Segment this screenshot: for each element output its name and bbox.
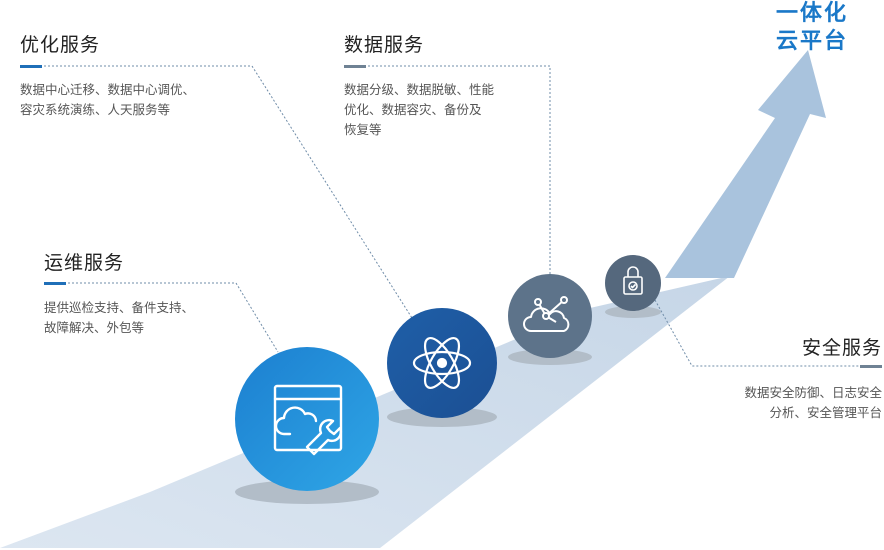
atom-icon bbox=[412, 337, 472, 389]
data-service-title: 数据服务 bbox=[344, 34, 425, 56]
optimize-desc-line: 数据中心迁移、数据中心调优、 bbox=[20, 82, 196, 97]
shadow-operations bbox=[235, 480, 379, 504]
operations-desc-line: 提供巡检支持、备件支持、 bbox=[44, 300, 195, 315]
operations-desc-line: 故障解决、外包等 bbox=[44, 320, 145, 335]
heading-line1: 一体化 bbox=[776, 1, 849, 26]
shadow-security bbox=[605, 306, 661, 318]
cloud-network-icon bbox=[523, 296, 570, 332]
operations-accent-bar bbox=[44, 282, 66, 285]
heading-line2: 云平台 bbox=[776, 29, 849, 54]
operations-service-title: 运维服务 bbox=[44, 252, 125, 274]
optimize-service-title: 优化服务 bbox=[20, 34, 101, 56]
platform-heading: 一体化 云平台 bbox=[776, 0, 848, 56]
shield-lock-icon bbox=[623, 266, 643, 295]
leader-operations bbox=[44, 282, 279, 353]
security-desc-line: 数据安全防御、日志安全 bbox=[744, 385, 882, 400]
leader-security bbox=[654, 299, 860, 367]
security-service-desc: 数据安全防御、日志安全 分析、安全管理平台 bbox=[744, 383, 882, 423]
optimize-desc-line: 容灾系统演练、人天服务等 bbox=[20, 102, 171, 117]
cloud-wrench-icon bbox=[273, 384, 343, 456]
data-accent-bar bbox=[344, 65, 366, 68]
data-desc-line: 数据分级、数据脱敏、性能 bbox=[344, 82, 495, 97]
optimize-service-desc: 数据中心迁移、数据中心调优、 容灾系统演练、人天服务等 bbox=[20, 80, 195, 120]
data-service-desc: 数据分级、数据脱敏、性能 优化、数据容灾、备份及 恢复等 bbox=[344, 80, 494, 140]
security-service-title: 安全服务 bbox=[801, 337, 882, 359]
data-desc-line: 优化、数据容灾、备份及 bbox=[344, 102, 482, 117]
circle-security bbox=[605, 255, 661, 311]
circle-operations bbox=[235, 347, 379, 491]
rising-arrow bbox=[665, 50, 826, 278]
leader-data bbox=[344, 65, 551, 275]
leader-optimize bbox=[20, 65, 413, 319]
security-accent-bar bbox=[860, 365, 882, 368]
data-desc-line: 恢复等 bbox=[344, 122, 382, 137]
optimize-accent-bar bbox=[20, 65, 42, 68]
security-desc-line: 分析、安全管理平台 bbox=[769, 405, 882, 420]
operations-service-desc: 提供巡检支持、备件支持、 故障解决、外包等 bbox=[44, 298, 194, 338]
